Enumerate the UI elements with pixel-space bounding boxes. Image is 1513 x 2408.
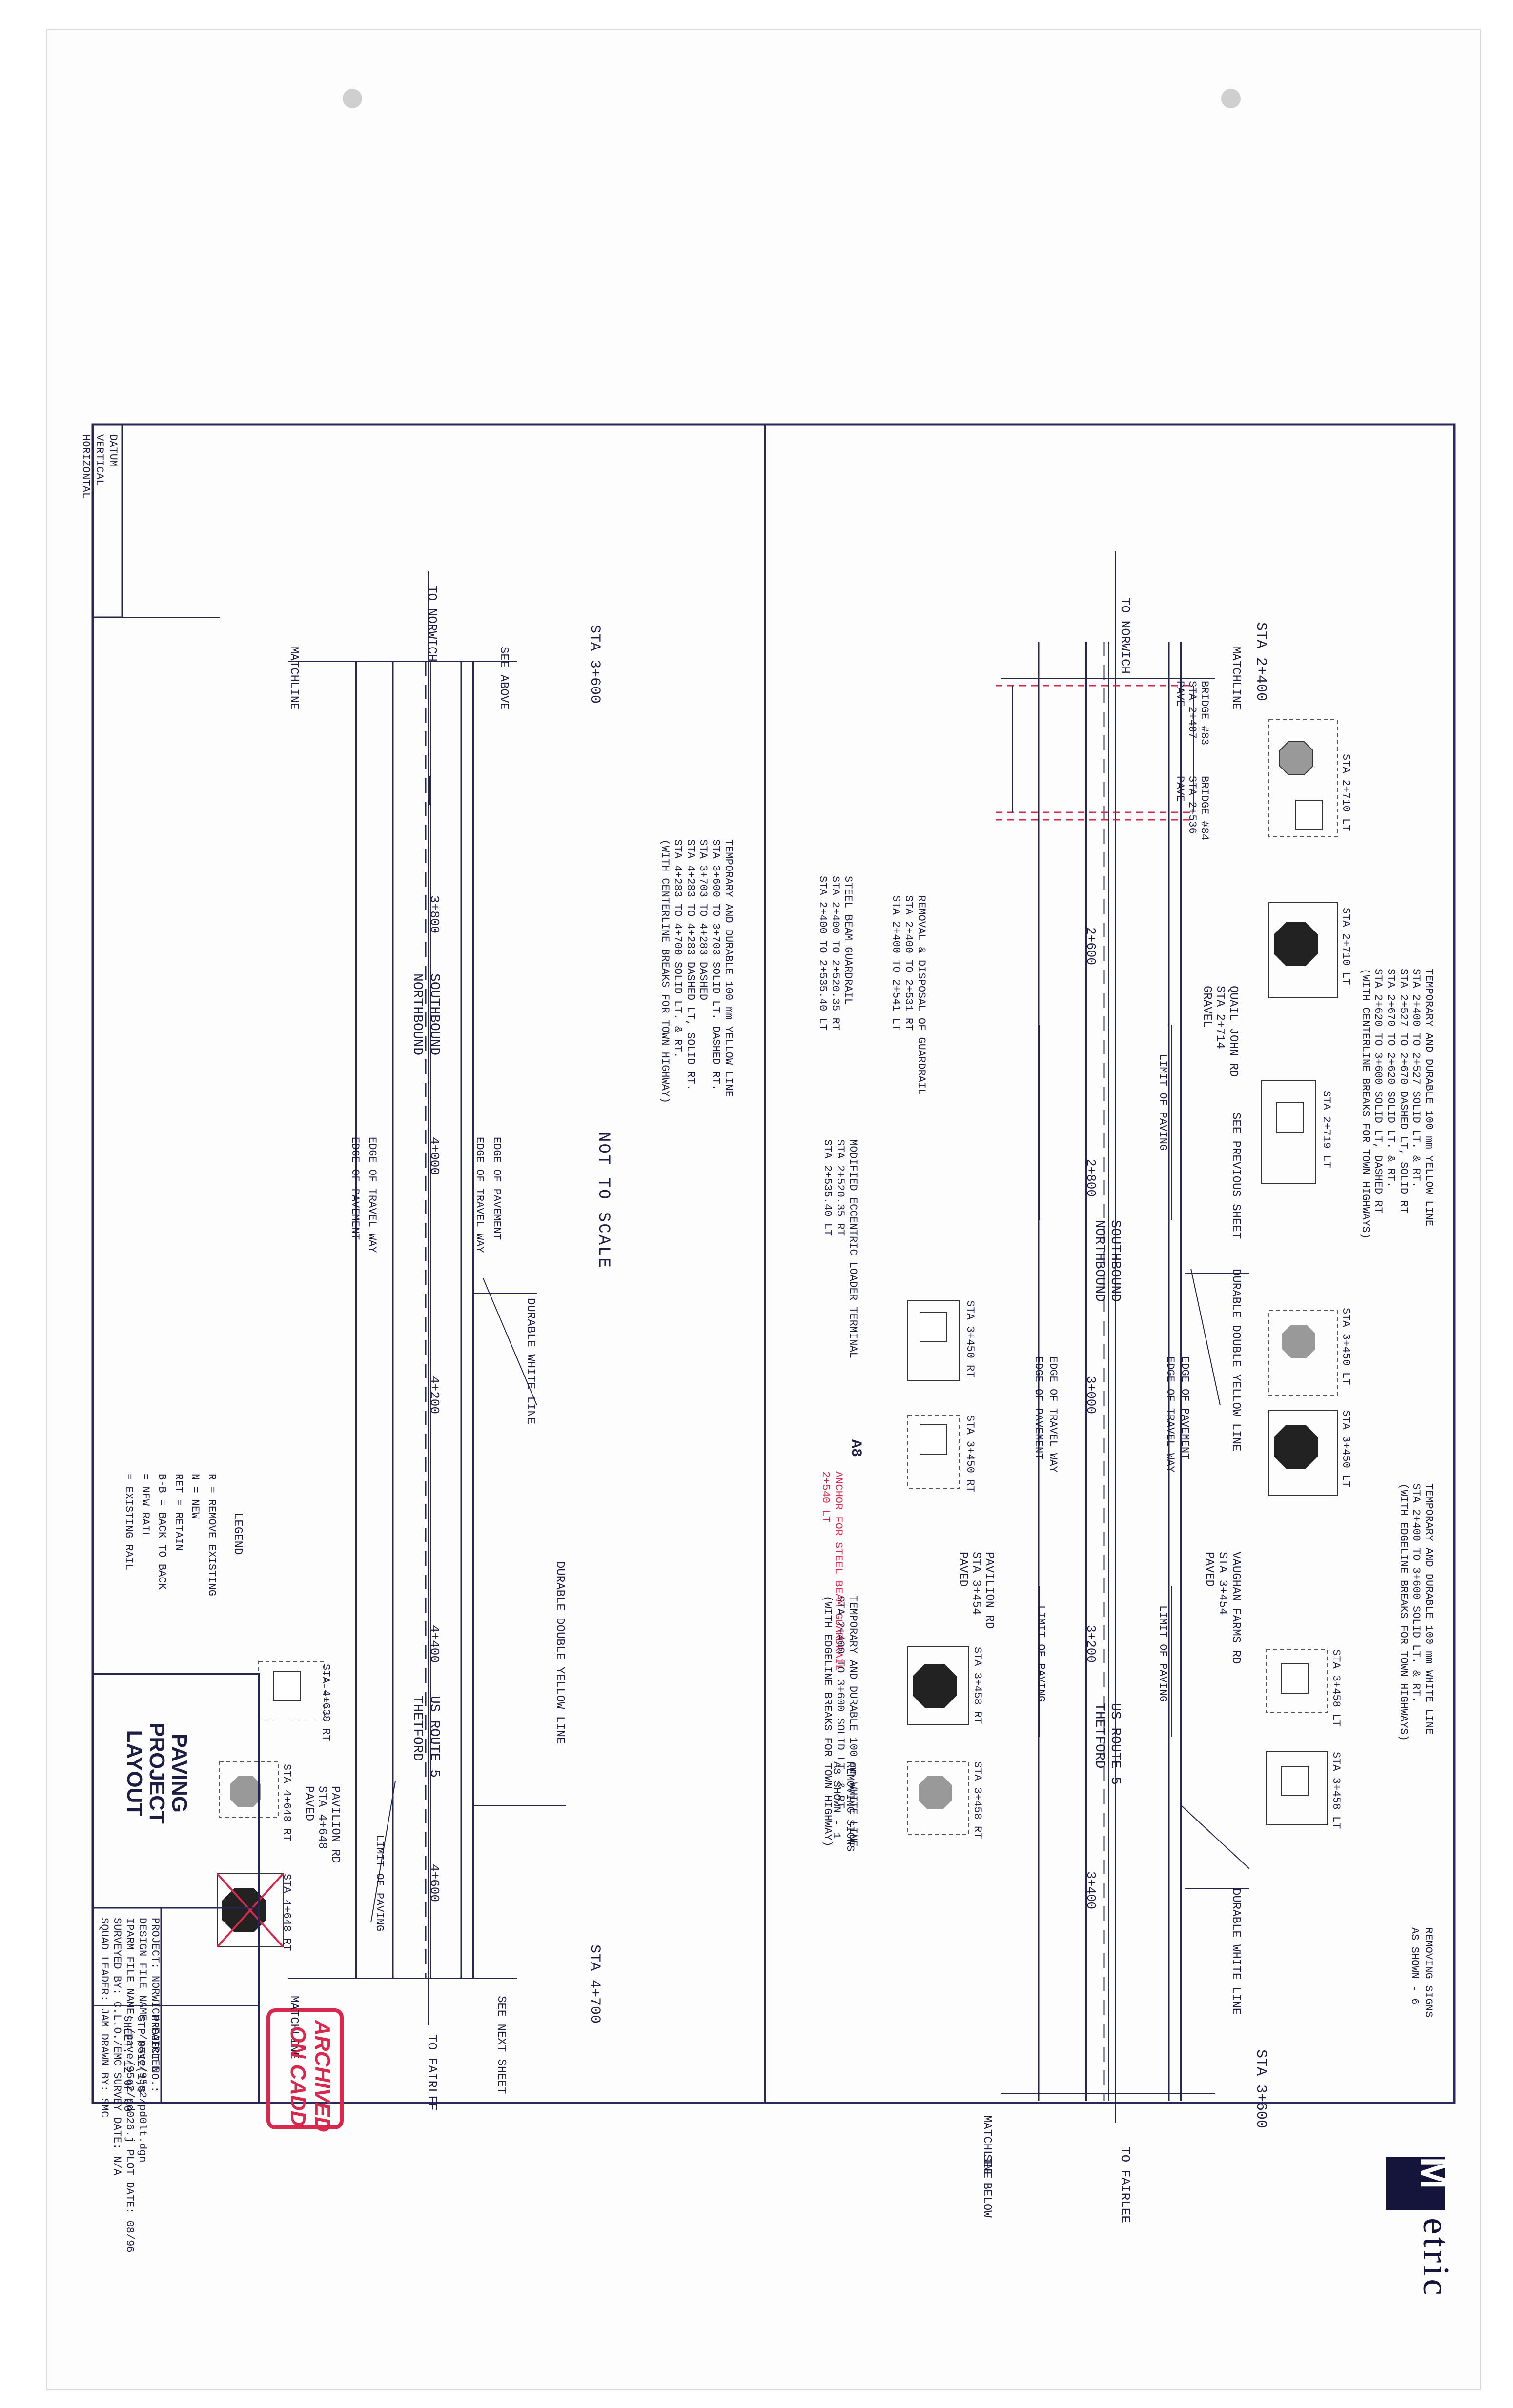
not-to-scale: NOT TO SCALE [594,1132,613,1269]
sign-label: STA 2+710 LT [1340,754,1352,831]
lower-sta-4600: 4+600 [427,1864,442,1902]
lower-yellow-notes: TEMPORARY AND DURABLE 100 mm YELLOW LINE… [659,839,735,1104]
lower-southbound: SOUTHBOUND [427,973,442,1056]
upper-to-fairlee: TO FAIRLEE [1118,2147,1132,2224]
lower-sta-top: STA 3+600 [586,625,603,704]
upper-southbound: SOUTHBOUND [1107,1220,1123,1302]
drawing-sheet [46,29,1481,2390]
sign-label: STA 3+450 LT [1340,1410,1352,1488]
punch-hole [343,89,362,108]
upper-road [996,551,1250,2123]
lower-edge-travel: EDGE OF TRAVEL WAY [473,1137,486,1253]
lower-durable-yellow: DURABLE DOUBLE YELLOW LINE [553,1561,566,1744]
sign-label: STA 2+710 LT [1340,908,1352,985]
datum-box [92,424,220,618]
lower-us-route: US ROUTE 5 [427,1696,442,1778]
lower-thetford: THETFORD [409,1696,425,1761]
upper-sta-2800: 2+800 [1084,1159,1098,1197]
upper-sta-3400: 3+400 [1084,1871,1098,1910]
upper-sta-2600: 2+600 [1084,927,1098,966]
punch-hole [1221,89,1241,108]
upper-northbound: NORTHBOUND [1092,1220,1107,1302]
lower-signs [216,1661,325,1948]
upper-matchline-top: MATCHLINE [1229,647,1242,710]
sign-label: STA 3+450 RT [964,1415,976,1493]
sign-label: STA 3+458 LT [1330,1752,1342,1829]
sign-label: STA 3+458 LT [1330,1649,1342,1727]
lower-edge-travel-2: EDGE OF TRAVEL WAY [366,1137,378,1253]
upper-limit-paving-3: LIMIT OF PAVING [1035,1605,1047,1702]
metric-logo [1386,2157,1445,2210]
sign-label: STA 3+450 LT [1340,1308,1352,1385]
legend-list: R = REMOVE EXISTING N = NEW RET = RETAIN… [123,1474,218,1596]
upper-us-route: US ROUTE 5 [1107,1703,1123,1785]
sign-label: STA 2+719 LT [1320,1091,1332,1168]
lower-northbound: NORTHBOUND [409,973,425,1056]
logo-letter: M [1413,2157,1456,2189]
upper-sta-3200: 3+200 [1084,1625,1098,1663]
upper-see-previous: SEE PREVIOUS SHEET [1229,1113,1242,1239]
lower-matchline-top: MATCHLINE [287,647,300,710]
sign-label: STA 4+638 RT [320,1664,332,1741]
lower-edge-pavement: EDGE OF PAVEMENT [491,1137,503,1240]
upper-durable-yellow: DURABLE DOUBLE YELLOW LINE [1229,1269,1242,1452]
archived-stamp [266,2008,344,2129]
upper-limit-paving-1: LIMIT OF PAVING [1157,1054,1169,1151]
legend-title: LEGEND [231,1513,244,1555]
upper-limit-paving-2: LIMIT OF PAVING [1157,1605,1169,1702]
lower-sta-3800: 3+800 [427,895,442,934]
upper-sta-top: STA 2+400 [1252,622,1269,702]
a8-label: A8 [847,1439,864,1457]
lower-limit-paving: LIMIT OF PAVING [373,1835,386,1932]
upper-sta-bottom: STA 3+600 [1252,2049,1269,2129]
upper-thetford: THETFORD [1092,1703,1107,1769]
yellow-line-notes: TEMPORARY AND DURABLE 100 mm YELLOW LINE… [1359,969,1435,1239]
logo-word: etric [1415,2218,1456,2299]
upper-signs [907,719,1338,1835]
lower-road [288,571,566,2025]
lower-see-next: SEE NEXT SHEET [494,1996,508,2094]
lower-sta-4400: 4+400 [427,1625,442,1663]
lower-see-above: SEE ABOVE [497,647,510,710]
lower-sta-bottom: STA 4+700 [586,1944,603,2024]
sheet-frame [91,423,1456,2104]
lower-edge-pavement-2: EDGE OF PAVEMENT [349,1137,361,1240]
upper-edge-pavement: EDGE OF PAVEMENT [1179,1356,1191,1460]
lower-sta-4000: 4+000 [427,1137,442,1175]
upper-durable-white: DURABLE WHITE LINE [1229,1888,1242,2015]
lower-to-fairlee: TO FAIRLEE [425,2035,439,2111]
upper-see-below: SEE BELOW [980,2154,993,2218]
upper-edge-travel-2: EDGE OF TRAVEL WAY [1047,1356,1059,1473]
upper-edge-travel: EDGE OF TRAVEL WAY [1164,1356,1176,1473]
sign-label: STA 3+458 RT [971,1647,983,1724]
lower-durable-white: DURABLE WHITE LINE [524,1298,537,1425]
title-block [92,1673,260,2104]
lower-sta-4200: 4+200 [427,1376,442,1415]
upper-to-norwich: TO NORWICH [1118,598,1132,674]
lower-to-norwich: TO NORWICH [425,586,439,662]
sign-label: STA 3+450 RT [964,1300,976,1378]
upper-sta-3000: 3+000 [1084,1376,1098,1415]
sign-label: STA 4+648 RT [281,1874,293,1951]
sign-label: STA 4+648 RT [281,1764,293,1841]
upper-edge-pavement-2: EDGE OF PAVEMENT [1032,1356,1044,1460]
sign-label: STA 3+458 RT [971,1761,983,1839]
